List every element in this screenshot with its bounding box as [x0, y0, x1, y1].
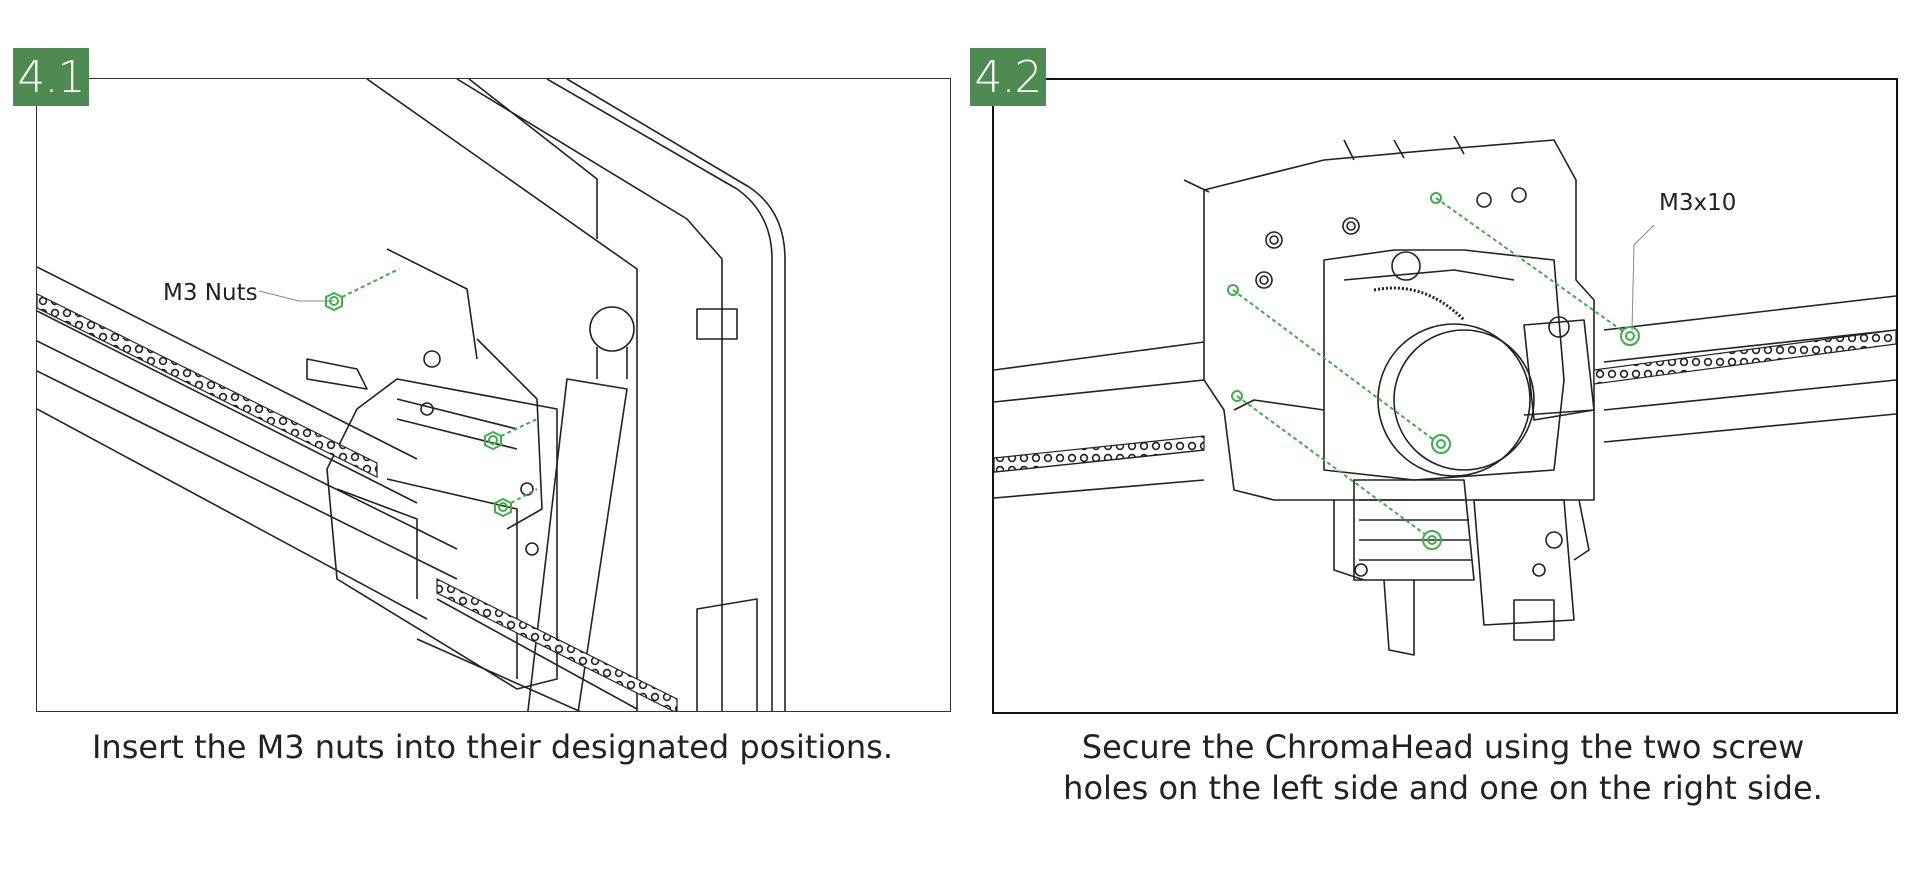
step-4-1-caption: Insert the M3 nuts into their designated… [91, 728, 893, 766]
m3x10-screw-callout: M3x10 [1659, 190, 1737, 216]
m3-nuts-callout: M3 Nuts [163, 280, 258, 306]
step-4-2-caption-line-2: holes on the left side and one on the ri… [1063, 769, 1823, 807]
step-4-2-caption: Secure the ChromaHead using the two scre… [992, 727, 1894, 809]
step-number-badge: 4.1 [13, 48, 89, 106]
step-4-1-illustration [36, 78, 951, 712]
step-4-1-drawing [37, 79, 786, 711]
step-4-2-drawing [994, 135, 1896, 656]
step-4-2-illustration [992, 78, 1898, 714]
step-number-badge: 4.2 [970, 48, 1046, 106]
step-4-2-caption-line-1: Secure the ChromaHead using the two scre… [1081, 728, 1805, 766]
